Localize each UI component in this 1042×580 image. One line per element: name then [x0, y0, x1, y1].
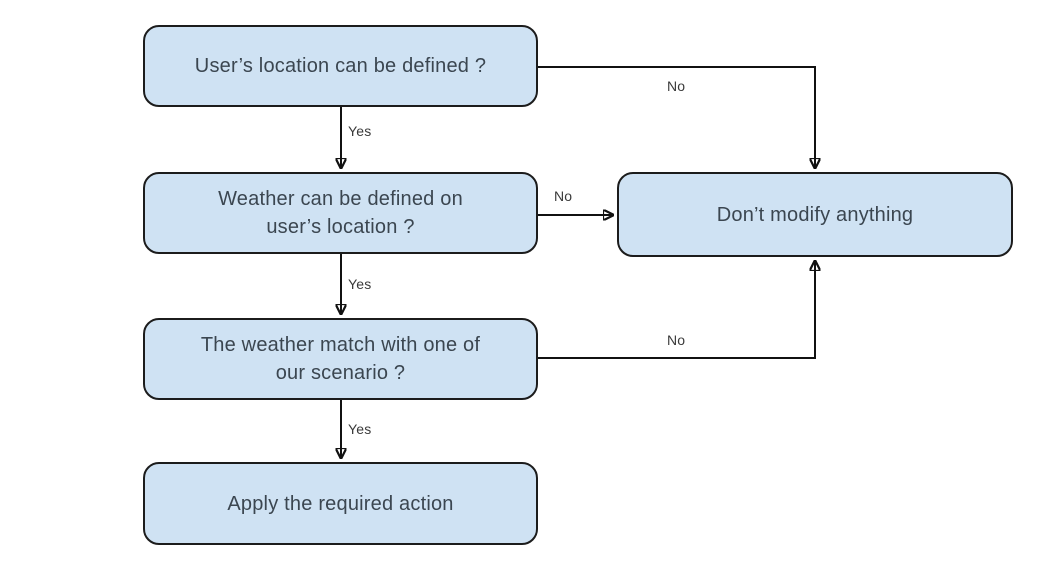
edge-label-yes-1: Yes [348, 123, 372, 139]
edge-label-no-1: No [667, 78, 686, 94]
node-label: Weather can be defined on user’s locatio… [218, 188, 463, 238]
node-apply-action: Apply the required action [143, 462, 538, 545]
node-weather-defined-question: Weather can be defined on user’s locatio… [143, 172, 538, 254]
node-label: Don’t modify anything [716, 203, 914, 226]
edge-no-match-to-dontmodify [538, 260, 815, 359]
edge-label-yes-3: Yes [348, 421, 372, 437]
node-label: The weather match with one of our scenar… [200, 334, 481, 384]
node-user-location-question: User’s location can be defined ? [143, 25, 538, 107]
edge-label-no-3: No [667, 332, 686, 348]
node-weather-match-question: The weather match with one of our scenar… [143, 318, 538, 400]
node-label: User’s location can be defined ? [194, 55, 487, 77]
edge-no-location-to-dontmodify [538, 66, 815, 169]
edge-label-no-2: No [554, 188, 573, 204]
edge-label-yes-2: Yes [348, 276, 372, 292]
node-dont-modify: Don’t modify anything [617, 172, 1013, 257]
node-label: Apply the required action [227, 492, 454, 515]
